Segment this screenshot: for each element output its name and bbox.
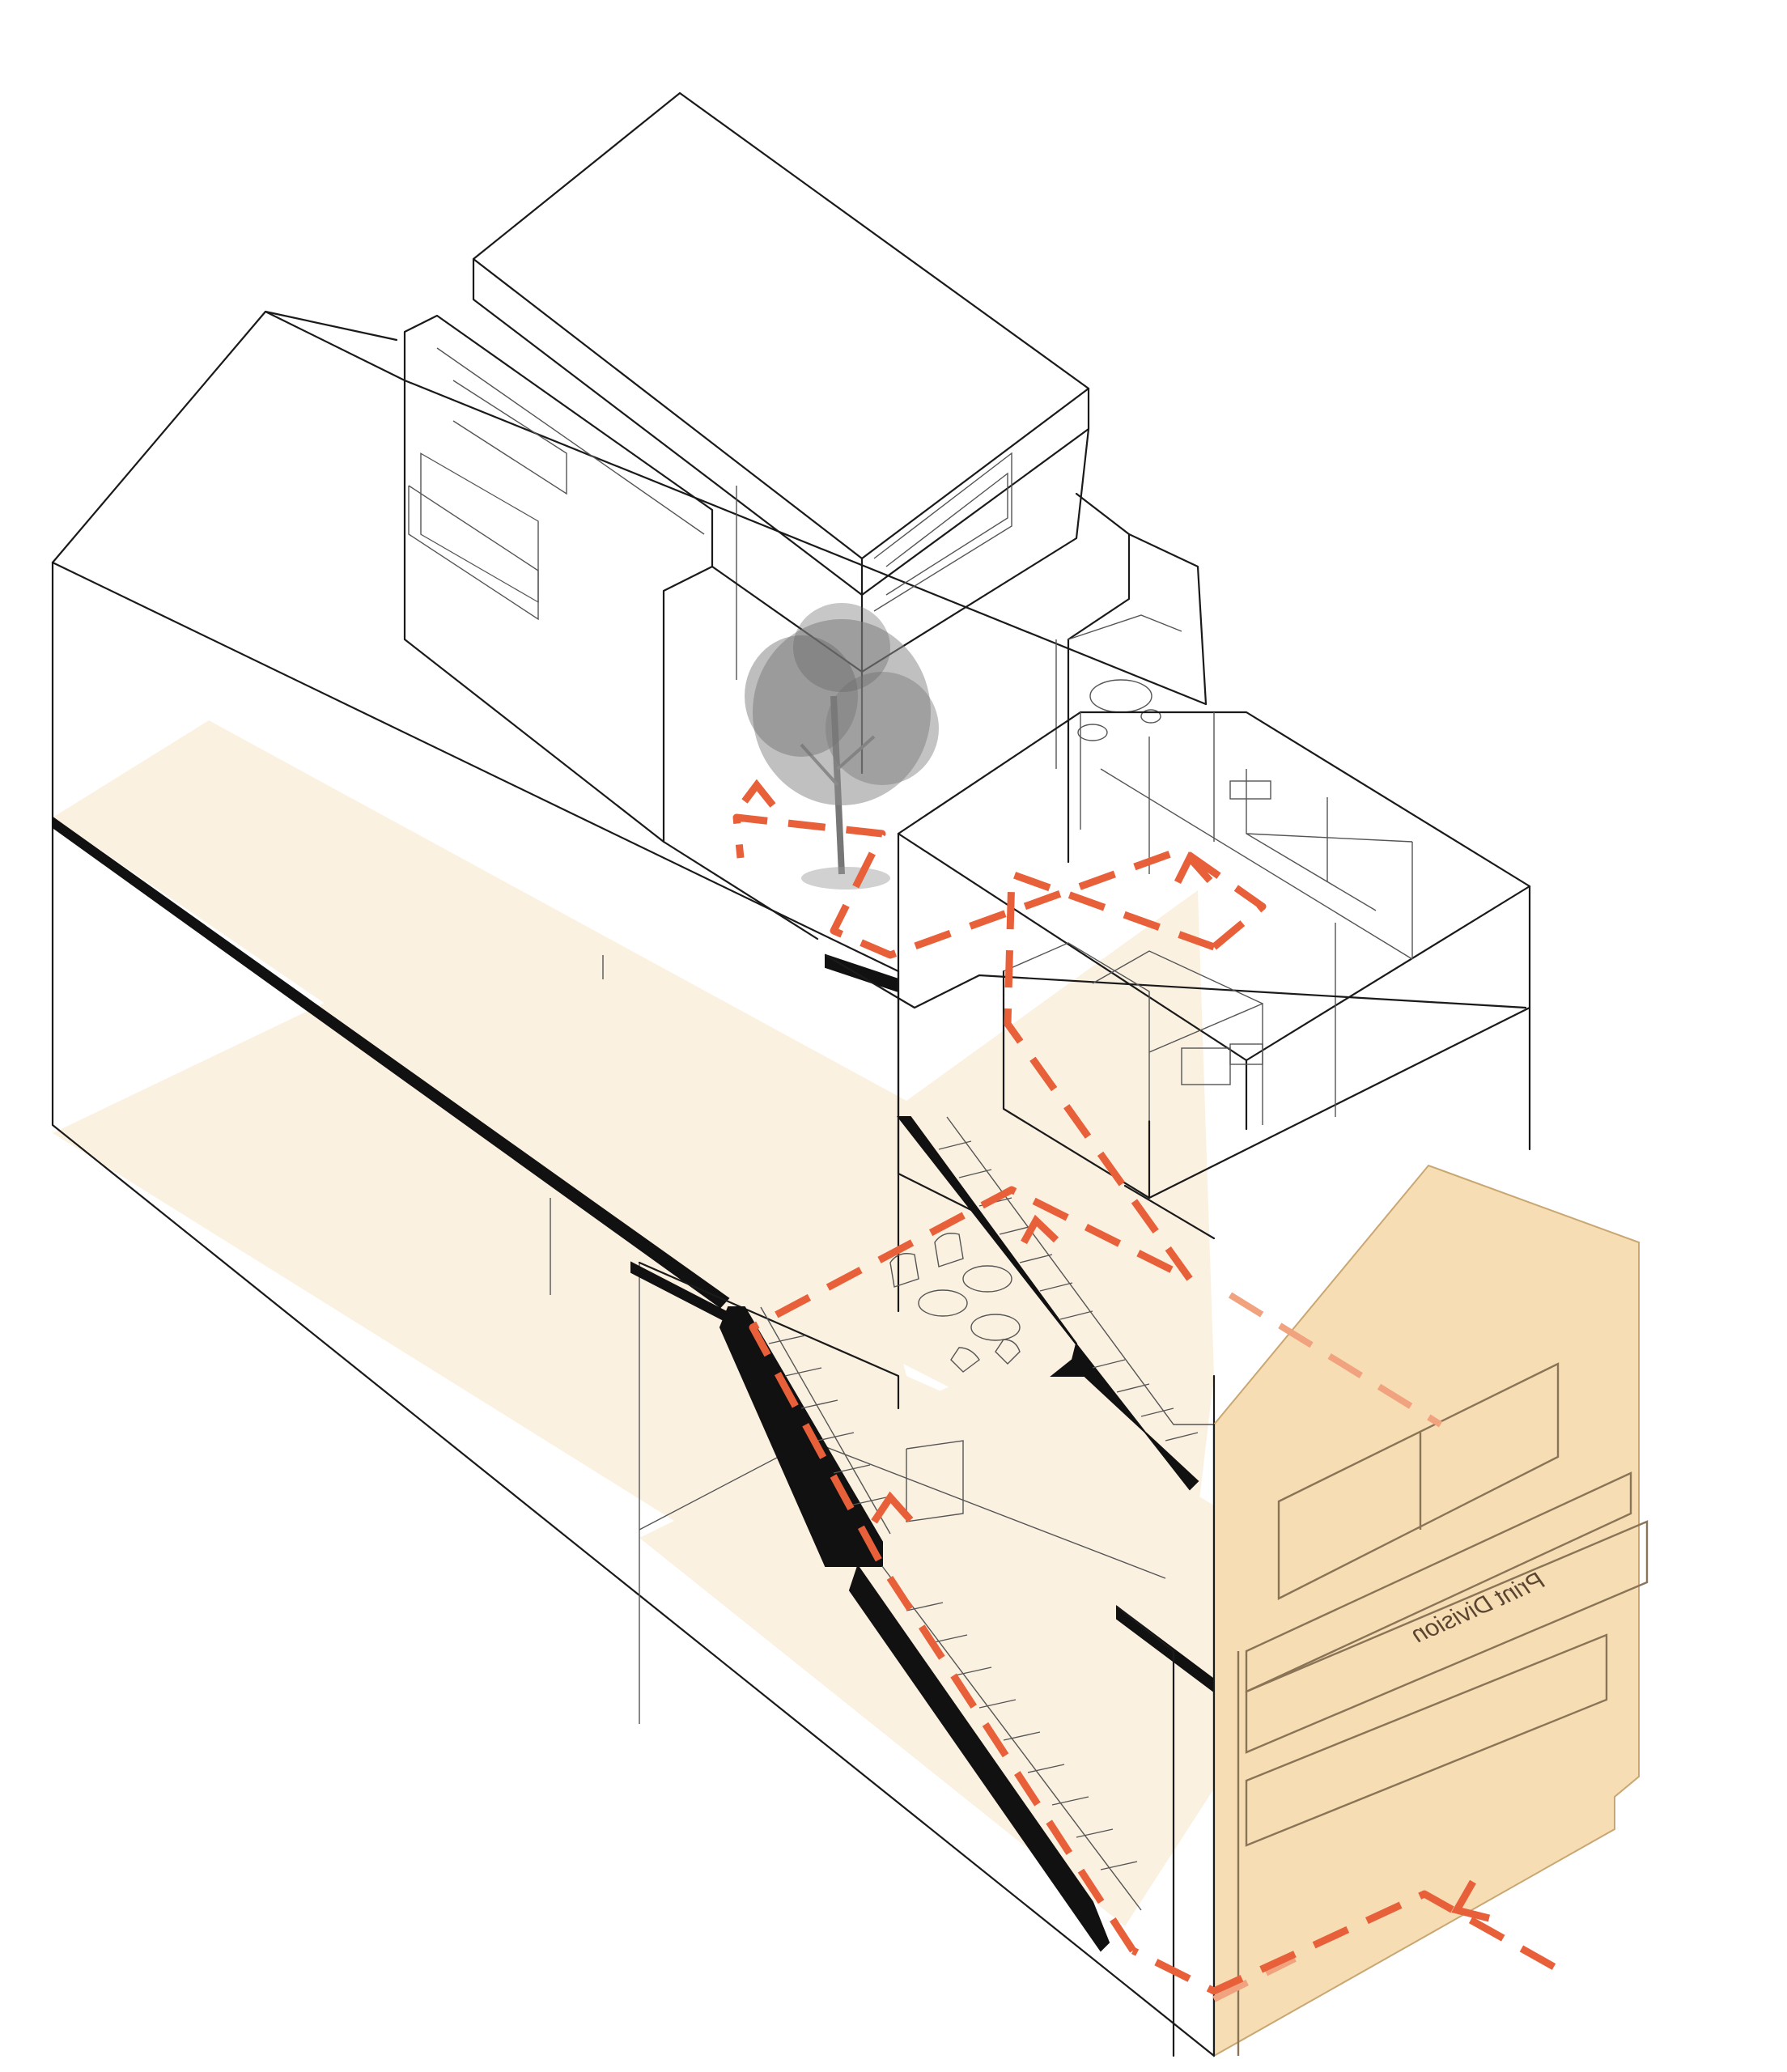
entry-arrow: [1451, 1879, 1491, 1922]
courtyard-arrow: [741, 779, 776, 808]
awning-lower: [1245, 1633, 1608, 1847]
floor-slabs: [52, 816, 1215, 1693]
upper-staircase: [896, 1116, 1214, 1491]
floor-tints: [53, 720, 1214, 1926]
courtyard-tree: [745, 603, 939, 890]
facade-panel: [1213, 1164, 1640, 2057]
route-mezzanine-faint: [1228, 1292, 1443, 1428]
glass-pavilion: [824, 711, 1531, 1199]
top-house-block: [403, 91, 1208, 940]
sign-band: [1245, 1471, 1632, 1693]
upper-stair-arrow: [1021, 1214, 1059, 1245]
lower-staircase: [719, 1306, 1142, 1952]
route-lower-stair: [749, 1186, 1192, 1953]
route-entry-faint: [1212, 1955, 1297, 2002]
lounge-furniture: [889, 1233, 1021, 1373]
stair-arrow: [871, 1491, 914, 1524]
middle-slab-edge: [52, 816, 730, 1309]
upper-floor-tint: [53, 720, 1214, 1514]
route-pavilion: [732, 813, 1267, 959]
storefront-facade: Print Division: [1212, 1164, 1649, 2057]
roof-outline: [51, 310, 1208, 706]
circulation-route: [732, 779, 1556, 2002]
pavilion-arrow: [1174, 851, 1213, 885]
awning-upper: [1245, 1520, 1649, 1754]
route-entry: [1131, 1890, 1556, 1995]
basement-tint: [639, 1368, 1214, 1926]
upper-window: [1277, 1362, 1560, 1600]
